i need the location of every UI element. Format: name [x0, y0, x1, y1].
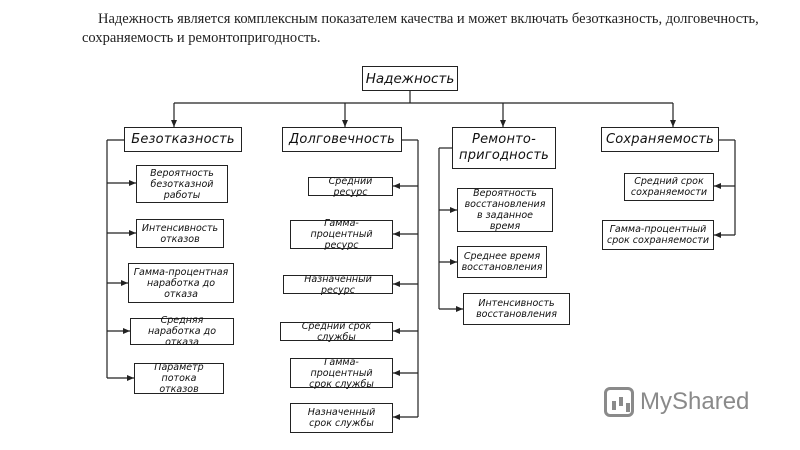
- leaf-failure-rate: Интенсивность отказов: [136, 219, 224, 248]
- myshared-logo: MyShared: [604, 382, 749, 422]
- leaf-gamma-service-life: Гамма-процентный срок службы: [290, 357, 393, 390]
- presentation-icon: [604, 387, 634, 417]
- leaf-mean-time-to-failure: Средняя наработка до отказа: [130, 315, 234, 348]
- leaf-failure-flow-parameter: Параметр потока отказов: [134, 362, 224, 395]
- leaf-gamma-storage-time: Гамма-процентный срок сохраняемости: [602, 220, 714, 250]
- leaf-assigned-resource: Назначенный ресурс: [283, 274, 393, 296]
- leaf-gamma-resource: Гамма-процентный ресурс: [290, 218, 393, 251]
- category-maintainability: Ремонто-пригодность: [452, 127, 556, 169]
- leaf-mean-service-life: Средний срок службы: [280, 321, 393, 343]
- leaf-restoration-rate: Интенсивность восстановления: [463, 293, 570, 325]
- leaf-mean-resource: Средний ресурс: [308, 176, 393, 198]
- leaf-mean-restoration-time: Среднее время восстановления: [457, 246, 547, 278]
- leaf-restoration-probability: Вероятность восстановления в заданное вр…: [457, 188, 553, 232]
- category-storability: Сохраняемость: [601, 127, 719, 152]
- category-reliability-failure-free: Безотказность: [124, 127, 242, 152]
- category-durability: Долговечность: [282, 127, 402, 152]
- leaf-probability-failure-free: Вероятность безотказной работы: [136, 165, 228, 203]
- logo-text: MyShared: [640, 388, 750, 415]
- root-node: Надежность: [362, 66, 458, 91]
- intro-paragraph: Надежность является комплексным показате…: [82, 11, 759, 46]
- leaf-gamma-operating-time: Гамма-процентная наработка до отказа: [128, 263, 234, 303]
- leaf-assigned-service-life: Назначенный срок службы: [290, 403, 393, 433]
- leaf-mean-storage-time: Средний срок сохраняемости: [624, 173, 714, 201]
